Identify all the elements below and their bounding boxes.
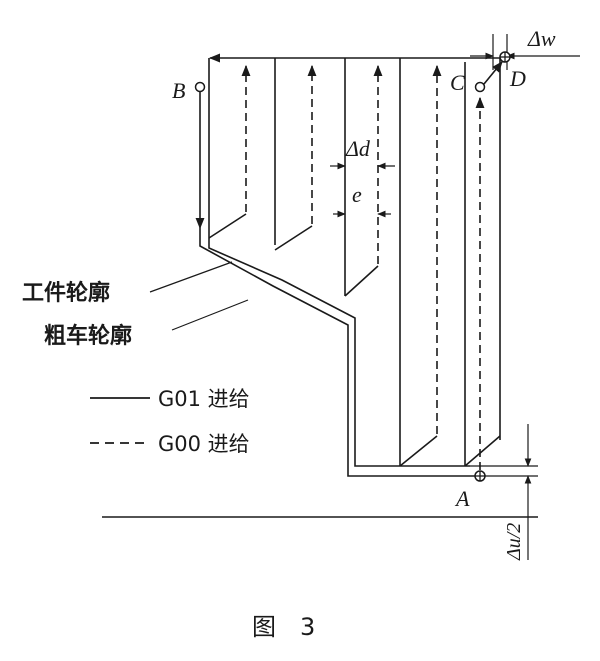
- retract-3: [344, 265, 379, 297]
- legend-g01-label: G01 进给: [158, 387, 250, 411]
- workpiece-contour: [208, 238, 470, 467]
- delta-u-label: Δu/2: [503, 523, 525, 561]
- point-c-marker: [474, 81, 486, 93]
- rough-leader: [171, 299, 249, 331]
- e-label: e: [352, 182, 362, 207]
- delta-w-label: Δw: [527, 26, 556, 51]
- retract-1: [208, 213, 247, 239]
- delta-d-label: Δd: [345, 136, 371, 161]
- point-b-marker: [194, 81, 206, 93]
- point-b-label: B: [172, 78, 185, 103]
- retract-5: [464, 435, 501, 467]
- point-d-label: D: [509, 66, 526, 91]
- legend: G01 进给 G00 进给: [90, 387, 250, 456]
- rough-contour-label: 粗车轮廓: [44, 323, 132, 349]
- c-to-d-line: [483, 61, 503, 85]
- workpiece-leader: [149, 261, 233, 293]
- legend-g00-label: G00 进给: [158, 432, 250, 456]
- point-a-label: A: [454, 486, 470, 511]
- retract-4: [399, 435, 438, 467]
- workpiece-contour-label: 工件轮廓: [22, 280, 110, 306]
- retract-2: [274, 225, 313, 251]
- point-c-label: C: [450, 70, 465, 95]
- rough-contour: [199, 228, 478, 477]
- figure-caption: 图 3: [252, 613, 315, 641]
